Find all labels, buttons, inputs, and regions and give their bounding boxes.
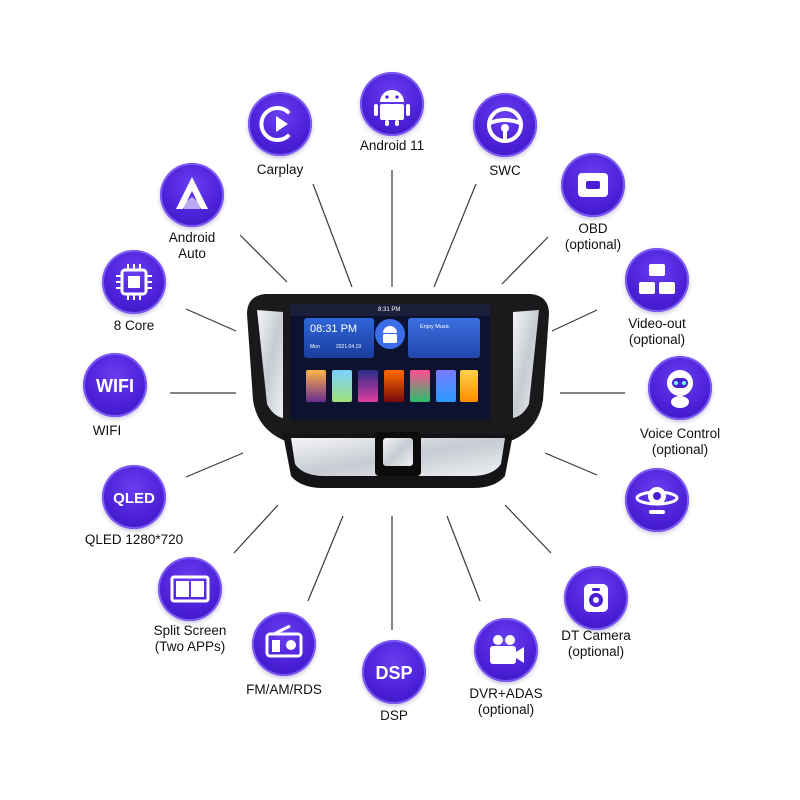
video-camera-icon (474, 618, 538, 682)
feature-label: WIFI (92, 423, 122, 438)
connector-line (504, 504, 552, 554)
feature-label: DSP (380, 708, 408, 723)
split-screen-icon (158, 557, 222, 621)
status-bar: 8:31 PM (290, 304, 490, 316)
radio-icon (252, 612, 316, 676)
carplay-play-icon (248, 92, 312, 156)
feature-label: DT Camera (optional) (561, 628, 631, 659)
connector-line (233, 504, 279, 554)
music-widget[interactable]: Enjoy Music (408, 318, 480, 358)
music-label: Enjoy Music (420, 324, 450, 330)
svg-text:DSP: DSP (375, 663, 412, 683)
feature-label: SWC (489, 163, 521, 178)
clock-widget[interactable]: 08:31 PM Mon 2021.04.19 (304, 318, 374, 358)
clock-time: 08:31 PM (310, 323, 358, 335)
dsp-icon: DSP (362, 640, 426, 704)
app-tile[interactable] (306, 370, 326, 402)
app-tile[interactable] (436, 370, 456, 402)
android-logo-icon (375, 319, 405, 349)
obd-device-icon (561, 153, 625, 217)
clock-date-value: 2021.04.19 (336, 344, 362, 350)
steering-wheel-icon (473, 93, 537, 157)
connector-line (501, 236, 549, 285)
wifi-icon: WIFI (83, 353, 147, 417)
clock-day: Mon (310, 344, 320, 350)
feature-label: 8 Core (113, 318, 155, 333)
webcam-icon (625, 468, 689, 532)
feature-label: FM/AM/RDS (246, 682, 322, 697)
feature-label: Carplay (256, 162, 304, 177)
app-tile[interactable] (384, 370, 404, 402)
feature-label: DVR+ADAS (optional) (469, 686, 543, 717)
app-tile[interactable] (460, 370, 478, 402)
connector-line (312, 183, 353, 288)
connector-line (185, 308, 237, 332)
android-robot-icon (360, 72, 424, 136)
head-unit-screen: 8:31 PM 08:31 PM Mon 2021.04.19 Enjoy Mu… (290, 304, 490, 420)
chip-icon (102, 250, 166, 314)
voice-robot-icon (648, 356, 712, 420)
app-tile[interactable] (358, 370, 378, 402)
app-tiles (304, 364, 480, 408)
feature-label: QLED 1280*720 (84, 532, 184, 547)
feature-label: Video-out (optional) (628, 316, 686, 347)
feature-label: Split Screen (Two APPs) (153, 623, 227, 654)
dash-camera-icon (564, 566, 628, 630)
app-tile[interactable] (410, 370, 430, 402)
clock-date: Mon 2021.04.19 (310, 344, 370, 350)
status-time: 8:31 PM (378, 307, 401, 313)
connector-line (446, 515, 481, 602)
connector-line (239, 234, 288, 283)
feature-label: OBD (optional) (564, 221, 622, 252)
connector-line (185, 452, 244, 478)
connector-line (433, 183, 477, 288)
svg-text:QLED: QLED (113, 490, 155, 507)
app-tile[interactable] (332, 370, 352, 402)
android-auto-icon (160, 163, 224, 227)
connector-line (307, 515, 344, 602)
svg-text:WIFI: WIFI (96, 376, 134, 396)
feature-label: Android 11 (359, 138, 425, 153)
feature-label: Android Auto (168, 230, 216, 261)
qled-icon: QLED (102, 465, 166, 529)
video-out-screens-icon (625, 248, 689, 312)
feature-label: Voice Control (optional) (639, 426, 721, 457)
connector-line (551, 309, 598, 332)
connector-line (544, 452, 598, 476)
